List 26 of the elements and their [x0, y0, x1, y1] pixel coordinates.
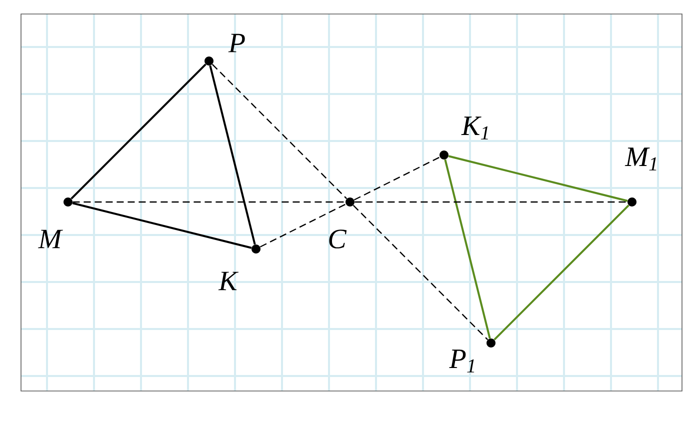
segment — [494, 204, 630, 340]
point — [486, 338, 496, 348]
point — [628, 198, 636, 206]
segment — [209, 65, 256, 245]
segment — [448, 155, 628, 202]
segment — [72, 202, 252, 249]
point — [64, 198, 72, 206]
point-label: M$_{1}$ — [624, 148, 656, 170]
point — [346, 198, 354, 206]
point-label: M — [38, 230, 63, 248]
point-label: C — [329, 230, 347, 248]
segment — [354, 201, 628, 203]
point — [204, 56, 214, 66]
segment — [72, 201, 346, 203]
segment — [260, 204, 346, 248]
point-label: P — [228, 34, 245, 52]
point-label: P$_{1}$ — [449, 350, 474, 372]
segment — [354, 156, 440, 200]
segment — [352, 204, 488, 340]
point — [252, 244, 260, 254]
segment — [70, 64, 206, 200]
point-label: K — [218, 272, 239, 290]
point-label: K$_{1}$ — [461, 116, 488, 140]
segment — [444, 159, 491, 339]
point — [440, 150, 448, 160]
segment — [212, 64, 348, 200]
